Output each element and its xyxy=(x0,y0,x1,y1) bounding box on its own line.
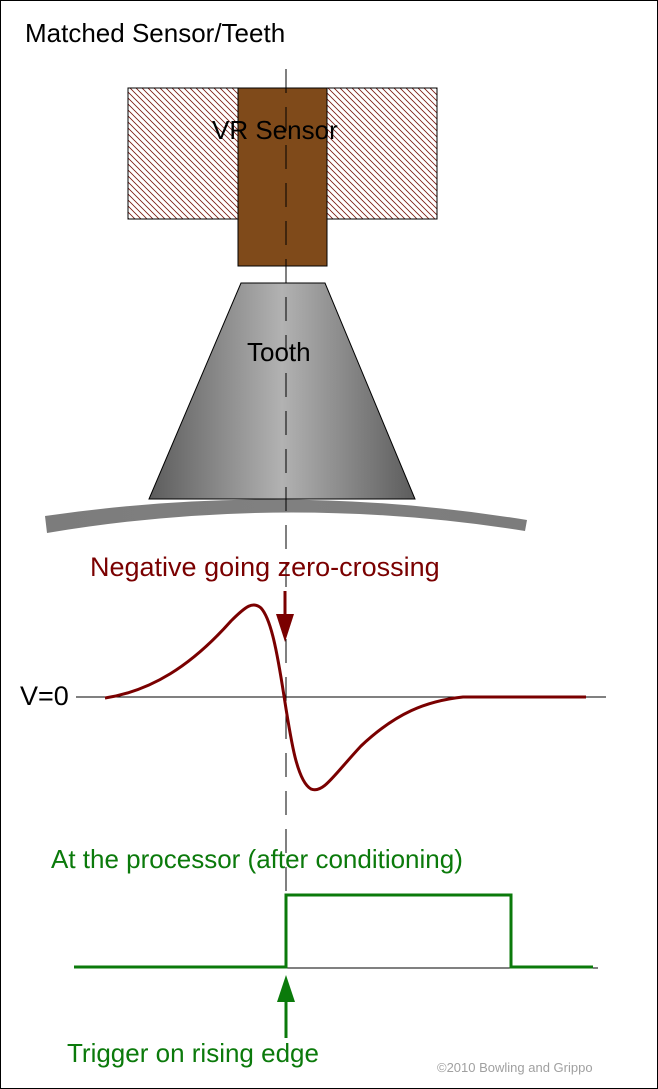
digital-pulse xyxy=(74,893,593,969)
tooth-label: Tooth xyxy=(247,337,311,367)
vr-signal-curve xyxy=(104,603,586,792)
zero-level-label: V=0 xyxy=(20,681,69,711)
arrow-up-icon xyxy=(277,975,295,1038)
copyright-text: ©2010 Bowling and Grippo xyxy=(437,1060,593,1075)
diagram-title: Matched Sensor/Teeth xyxy=(25,18,286,48)
gear-rim xyxy=(45,499,527,533)
zero-crossing-label: Negative going zero-crossing xyxy=(90,552,440,582)
sensor-core xyxy=(237,87,328,267)
arrow-down-icon xyxy=(276,591,294,642)
sensor-label: VR Sensor xyxy=(212,115,338,145)
tooth-shape xyxy=(148,282,416,500)
trigger-label: Trigger on rising edge xyxy=(67,1038,319,1068)
processor-label: At the processor (after conditioning) xyxy=(51,844,463,874)
